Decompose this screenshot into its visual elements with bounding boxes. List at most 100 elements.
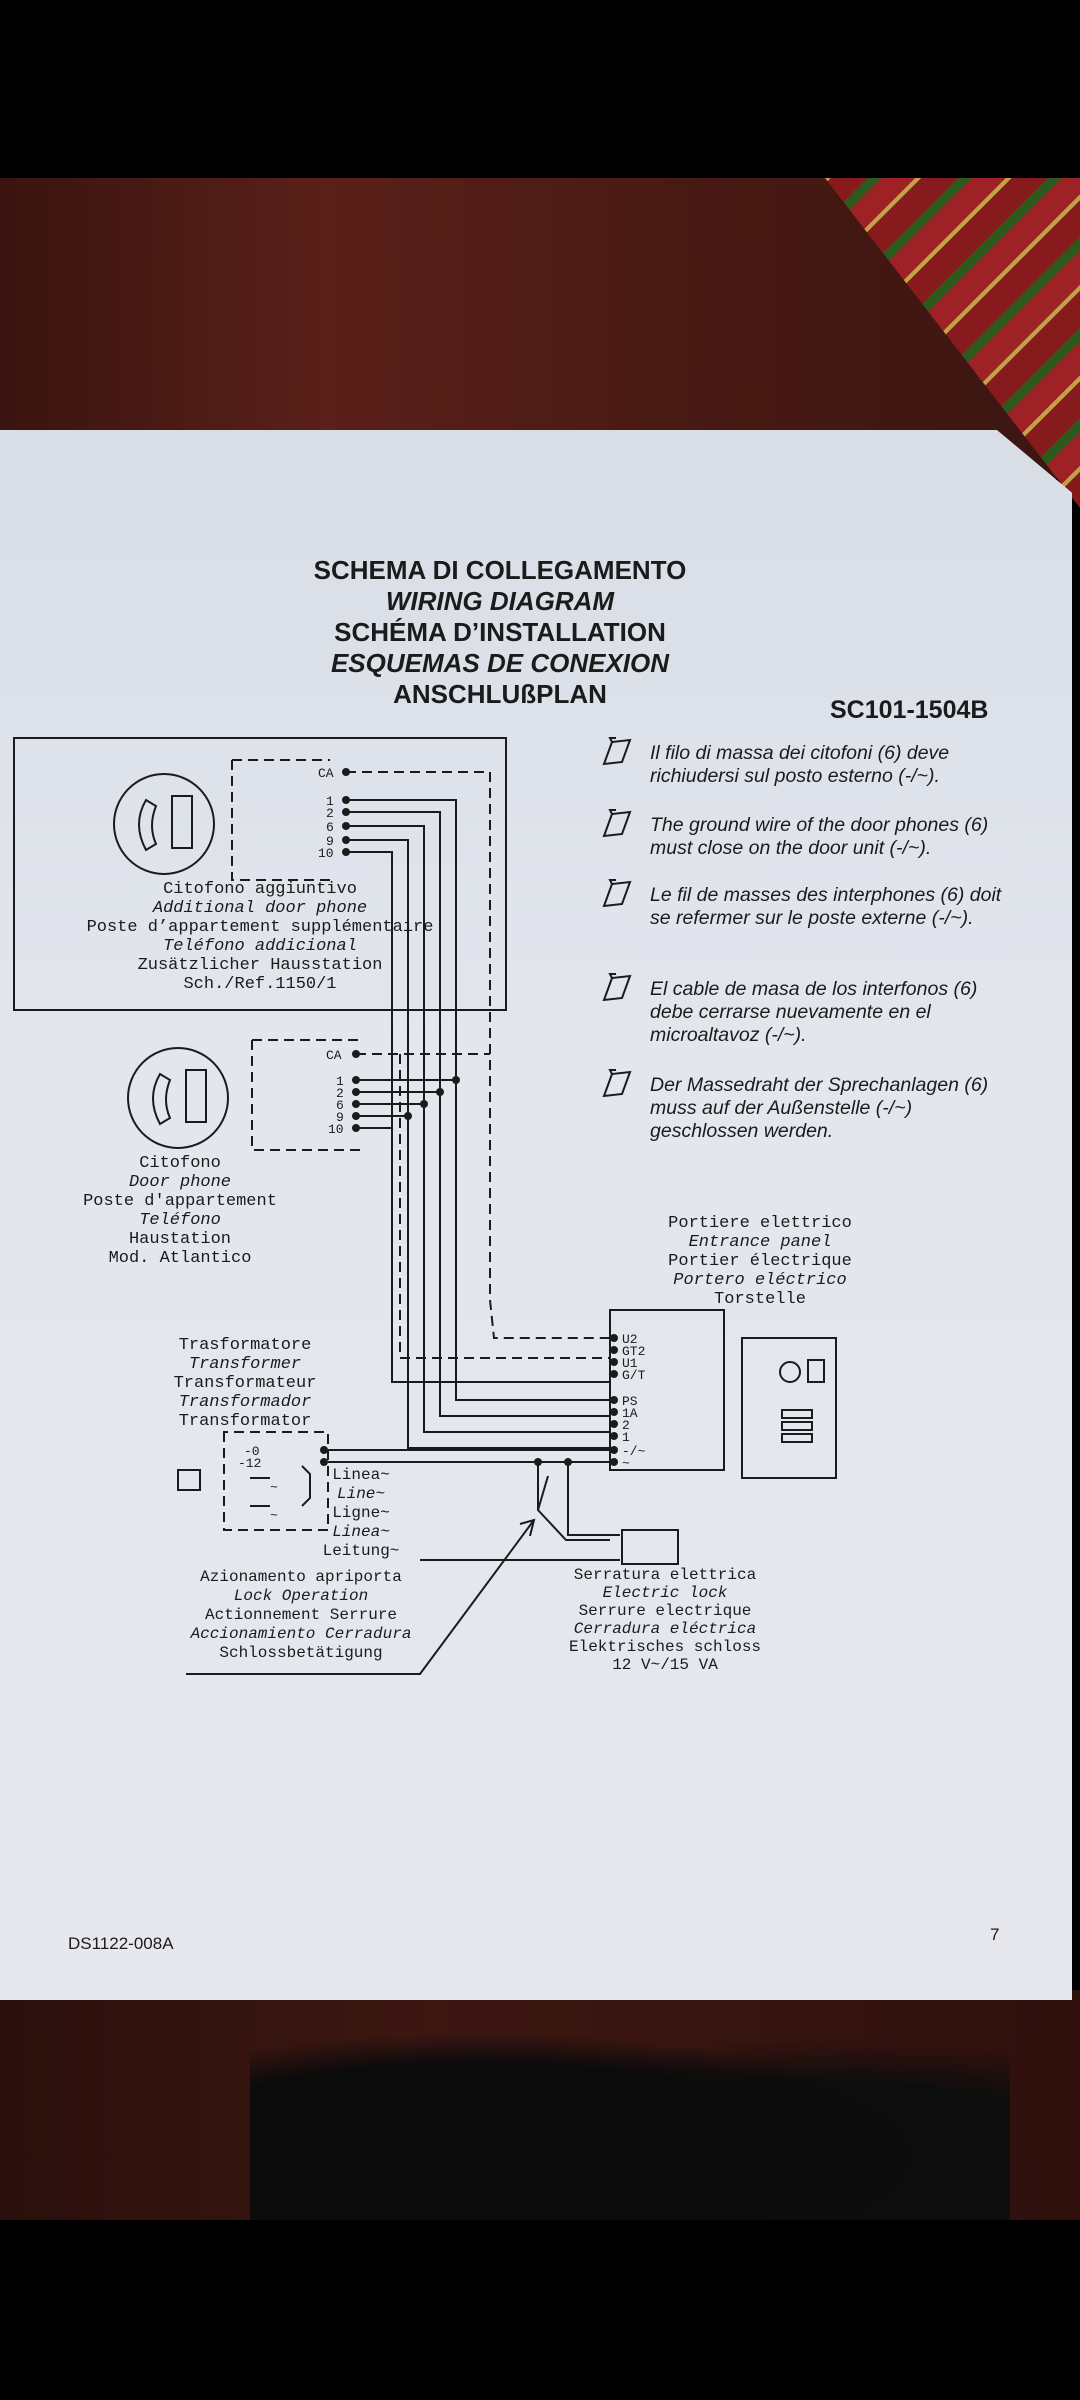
wiring-diagram xyxy=(13,737,837,1675)
additional-phone-dashbox xyxy=(231,759,330,881)
document-code: DS1122-008A xyxy=(68,1934,174,1953)
additional-phone-line: Poste d’appartement supplémentaire xyxy=(86,918,434,937)
additional-phone-line: Citofono aggiuntivo xyxy=(163,880,357,899)
note-en: The ground wire of the door phones (6) m… xyxy=(650,814,989,859)
additional-phone-frame xyxy=(13,737,507,1011)
door-phone-line: Mod. Atlantico xyxy=(108,1249,252,1268)
note-hand-icon xyxy=(602,809,632,838)
model-code: SC101-1504B xyxy=(830,696,989,724)
add-terminal-9: 9 xyxy=(326,834,334,849)
entrance-panel-line: Portier électrique xyxy=(668,1252,852,1271)
panel-terminal-gt2: GT2 xyxy=(622,1344,646,1359)
line-label-line: Line~ xyxy=(336,1485,385,1503)
entrance-panel-label: Portiere elettrico Entrance panel Portie… xyxy=(630,1214,890,1309)
note-it: Il filo di massa dei citofoni (6) deve r… xyxy=(650,742,950,787)
lock-operation-label: Azionamento apriporta Lock Operation Act… xyxy=(176,1568,426,1663)
door-phone-dashbox xyxy=(251,1039,360,1151)
note-hand-icon xyxy=(602,1069,632,1098)
note-hand-icon xyxy=(602,737,632,766)
additional-phone-line: Zusätzlicher Hausstation xyxy=(137,956,383,975)
transformer-terminal-0: -0 xyxy=(244,1444,260,1459)
door-terminal-ca: CA xyxy=(326,1048,342,1063)
electric-lock-line: Elektrisches schloss xyxy=(568,1638,762,1656)
add-terminal-ca: CA xyxy=(318,766,334,781)
door-terminal-6: 6 xyxy=(336,1098,344,1113)
door-phone-line: Teléfono xyxy=(139,1211,221,1230)
lock-operation-line: Azionamento apriporta xyxy=(200,1568,402,1586)
additional-handset-circle xyxy=(113,773,215,875)
add-terminal-6: 6 xyxy=(326,820,334,835)
door-phone-label: Citofono Door phone Poste d'appartement … xyxy=(60,1154,300,1268)
document-page xyxy=(0,430,1072,2000)
lock-operation-line: Accionamiento Cerradura xyxy=(190,1625,412,1643)
add-terminal-2: 2 xyxy=(326,806,334,821)
additional-phone-label: Citofono aggiuntivo Additional door phon… xyxy=(20,880,500,994)
entrance-panel-line: Torstelle xyxy=(714,1290,806,1309)
panel-terminal-ac: ~ xyxy=(622,1456,630,1471)
door-terminal-9: 9 xyxy=(336,1110,344,1125)
terminal-dots xyxy=(320,768,618,1466)
title-en: WIRING DIAGRAM xyxy=(385,586,615,616)
title-de: ANSCHLUßPLAN xyxy=(393,679,607,709)
electric-lock-line: Cerradura eléctrica xyxy=(573,1620,757,1638)
transformer-label: Trasformatore Transformer Transformateur… xyxy=(160,1336,330,1431)
entrance-panel-drawing xyxy=(741,1337,837,1479)
line-label-line: Linea~ xyxy=(332,1523,390,1541)
panel-terminal-u1: U1 xyxy=(622,1356,638,1371)
electric-lock-label: Serratura elettrica Electric lock Serrur… xyxy=(550,1566,780,1674)
title-it: SCHEMA DI COLLEGAMENTO xyxy=(313,555,687,585)
door-phone-line: Door phone xyxy=(128,1173,232,1192)
panel-terminal-1a: 1A xyxy=(622,1406,638,1421)
door-phone-line: Poste d'appartement xyxy=(83,1192,277,1211)
additional-phone-line: Sch./Ref.1150/1 xyxy=(183,975,337,994)
electric-lock-line: Serratura elettrica xyxy=(573,1566,757,1584)
line-label: Linea~ Line~ Ligne~ Linea~ Leitung~ xyxy=(316,1466,406,1561)
door-phone-line: Haustation xyxy=(128,1230,232,1249)
note-fr: Le fil de masses des interphones (6) doi… xyxy=(650,884,1002,929)
note-es: El cable de masa de los interfonos (6) d… xyxy=(650,978,978,1046)
electric-lock-line: 12 V~/15 VA xyxy=(612,1656,718,1674)
note-de: Der Massedraht der Sprechanlagen (6) mus… xyxy=(650,1074,989,1142)
entrance-panel-box xyxy=(609,1309,725,1471)
line-label-line: Ligne~ xyxy=(332,1504,390,1522)
panel-terminal-1: 1 xyxy=(622,1430,630,1445)
entrance-panel-line: Portiere elettrico xyxy=(668,1214,852,1233)
line-label-line: Linea~ xyxy=(332,1466,390,1484)
transformer-line: Transformador xyxy=(178,1393,312,1412)
electric-lock-line: Electric lock xyxy=(602,1584,728,1602)
line-label-line: Leitung~ xyxy=(322,1542,400,1560)
transformer-terminal-12: -12 xyxy=(238,1456,262,1471)
additional-phone-line: Teléfono addicional xyxy=(163,937,357,956)
add-terminal-1: 1 xyxy=(326,794,334,809)
door-terminal-10: 10 xyxy=(328,1122,344,1137)
door-phone-line: Citofono xyxy=(139,1154,221,1173)
panel-terminal-ground: -/~ xyxy=(622,1444,646,1459)
panel-terminal-gt: G/T xyxy=(622,1368,646,1383)
add-terminal-10: 10 xyxy=(318,846,334,861)
note-hand-icon xyxy=(602,973,632,1002)
additional-phone-line: Additional door phone xyxy=(152,899,368,918)
transformer-line: Trasformatore xyxy=(178,1336,312,1355)
transformer-box xyxy=(223,1431,329,1531)
transformer-terminal-ac2: ~ xyxy=(270,1508,278,1523)
lock-operation-line: Lock Operation xyxy=(233,1587,369,1605)
electric-lock-line: Serrure electrique xyxy=(578,1602,752,1620)
page-number: 7 xyxy=(990,1925,1000,1944)
title-es: ESQUEMAS DE CONEXION xyxy=(330,648,670,678)
lock-operation-line: Schlossbetätigung xyxy=(219,1644,383,1662)
panel-terminal-ps: PS xyxy=(622,1394,638,1409)
door-terminal-2: 2 xyxy=(336,1086,344,1101)
entrance-panel-line: Portero eléctrico xyxy=(673,1271,847,1290)
door-terminal-1: 1 xyxy=(336,1074,344,1089)
door-handset-circle xyxy=(127,1047,229,1149)
transformer-line: Transformer xyxy=(188,1355,302,1374)
title-block: SCHEMA DI COLLEGAMENTO WIRING DIAGRAM SC… xyxy=(250,555,750,710)
entrance-panel-line: Entrance panel xyxy=(688,1233,832,1252)
lock-operation-line: Actionnement Serrure xyxy=(204,1606,398,1624)
note-hand-icon xyxy=(602,879,632,908)
transformer-line: Transformateur xyxy=(173,1374,317,1393)
background-shadow xyxy=(250,2010,1010,2220)
transformer-line: Transformator xyxy=(178,1412,312,1431)
panel-terminal-2: 2 xyxy=(622,1418,630,1433)
panel-terminal-u2: U2 xyxy=(622,1332,638,1347)
